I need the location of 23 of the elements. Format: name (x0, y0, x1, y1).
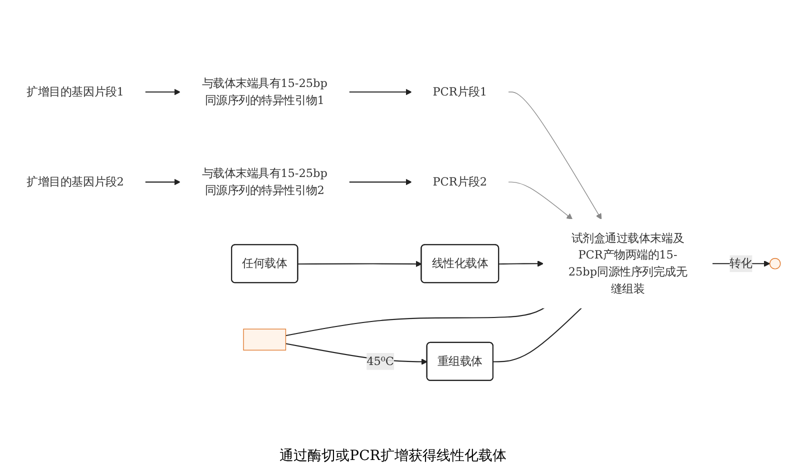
node-text: 与载体末端具有15-25bp同源序列的特异性引物1 (202, 76, 328, 107)
node-text: PCR片段2 (432, 175, 488, 188)
flow-diagram: 45⁰C 转化 扩增目的基因片段1 与载体末端具有15-25bp同源序列的特异性引物1 PCR片段1 扩增目的基因片段2 与载体末端具有15-25bp同源序列的特异性引物2 PCR片段2 任何载体 线性化载体 试剂盒通过载体末端及PCR产物两端的15-25bp同源性序列完成无缝组装 重组载体 (0, 0, 786, 445)
arrow (145, 178, 180, 186)
node-text: 试剂盒通过载体末端及PCR产物两端的15-25bp同源性序列完成无缝组装 (568, 231, 688, 296)
connector (286, 308, 545, 336)
arrow (145, 88, 180, 96)
arrow (498, 260, 544, 267)
node-box (243, 328, 286, 351)
connector (493, 308, 582, 362)
node-text: 与载体末端具有15-25bp同源序列的特异性引物2 (202, 166, 328, 197)
arrow (508, 92, 602, 220)
node-text: 扩增目的基因片段1 (26, 84, 124, 98)
note-text: 通过酶切或PCR扩增获得线性化载体 (280, 447, 506, 465)
edge-label: 转化 (730, 256, 752, 270)
node-text: 扩增目的基因片段2 (26, 175, 124, 188)
arrow (508, 182, 573, 220)
node-text: PCR片段1 (432, 84, 488, 98)
arrow (349, 88, 412, 96)
arrow (298, 260, 422, 268)
node-circle (769, 258, 781, 270)
edge-label: 45⁰C (366, 354, 394, 368)
arrow (349, 178, 412, 186)
